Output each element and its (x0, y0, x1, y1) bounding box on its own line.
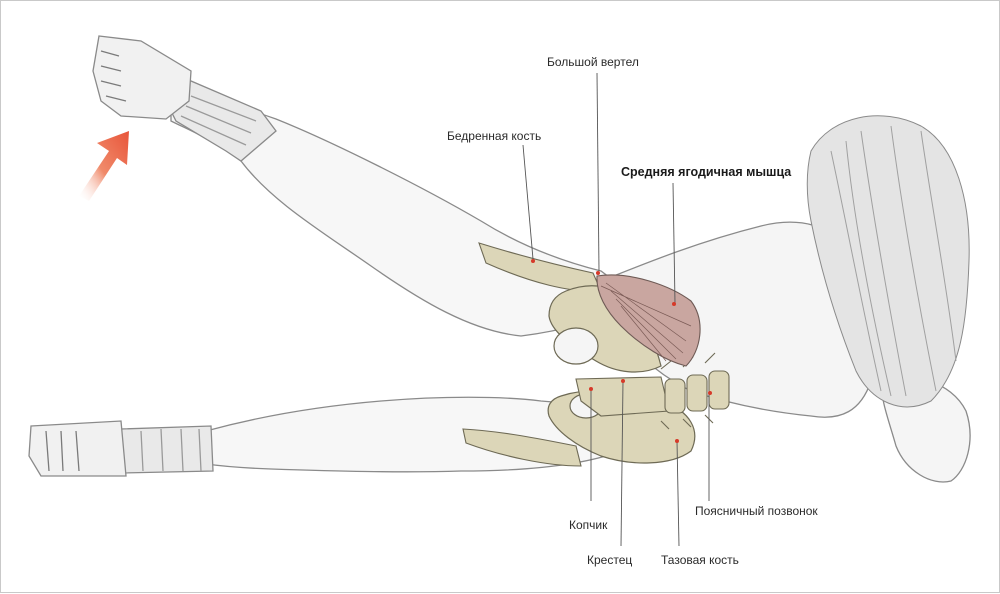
raised-leg (92, 35, 643, 337)
lower-leg (28, 396, 622, 477)
leader-gluteus-medius (672, 182, 676, 304)
label-sacrum: Крестец (587, 553, 633, 567)
label-pelvic-bone: Тазовая кость (661, 553, 739, 567)
label-femur: Бедренная кость (447, 129, 542, 143)
marker-dots (531, 259, 712, 443)
hair (806, 115, 970, 408)
label-coccyx: Копчик (569, 518, 608, 532)
gluteus-medius-muscle (596, 274, 701, 367)
label-greater-trochanter: Большой вертел (547, 55, 639, 69)
leader-pelvic-bone (676, 440, 680, 547)
leader-femur (522, 144, 534, 260)
leader-lines (522, 72, 710, 547)
pelvis-bone (547, 285, 696, 464)
label-lumbar-vertebra: Поясничный позвонок (695, 504, 818, 518)
leader-greater-trochanter (596, 72, 600, 272)
leader-sacrum (620, 380, 624, 547)
movement-arrow-icon (79, 131, 129, 201)
label-gluteus-medius: Средняя ягодичная мышца (621, 165, 792, 179)
